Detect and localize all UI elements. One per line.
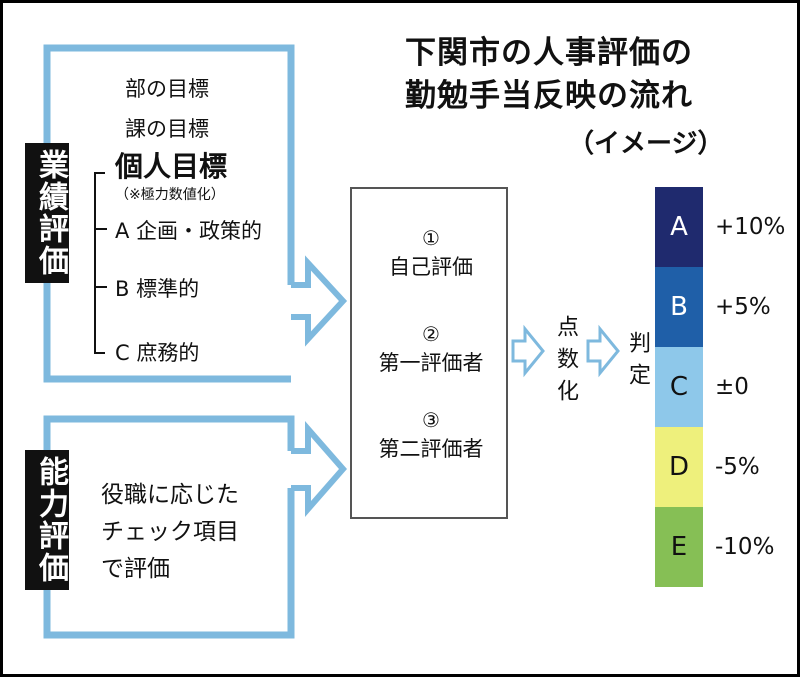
grade-b-adjustment: +5% <box>715 294 771 320</box>
grade-a-cell: A <box>655 187 703 267</box>
grade-e-adjustment: -10% <box>715 534 775 560</box>
quantify-note: （※極力数値化） <box>115 187 225 203</box>
grade-e-cell: E <box>655 507 703 587</box>
ability-line-3: で評価 <box>101 556 170 582</box>
scoring-label: 点数化 <box>553 315 578 411</box>
title-line2: 勤勉手当反映の流れ <box>405 78 693 114</box>
step-self-number: ① <box>422 226 440 250</box>
grade-c-cell: C <box>655 347 703 427</box>
judgment-arrow <box>586 324 620 378</box>
evaluation-steps-box: ① 自己評価 ② 第一評価者 ③ 第二評価者 <box>350 187 508 519</box>
step-second-label: 第二評価者 <box>378 437 484 461</box>
step-first-label: 第一評価者 <box>378 351 484 375</box>
section-goal: 課の目標 <box>125 117 209 141</box>
goal-type-c: C 庶務的 <box>115 341 200 365</box>
grade-b-cell: B <box>655 267 703 347</box>
step-first: ② 第一評価者 <box>352 321 510 377</box>
step-second-number: ③ <box>422 408 440 432</box>
individual-goal: 個人目標 <box>115 150 228 183</box>
ability-line-1: 役職に応じた <box>101 482 239 508</box>
performance-evaluation-label: 業績評価 <box>25 143 69 283</box>
title-line1: 下関市の人事評価の <box>405 35 693 71</box>
step-second: ③ 第二評価者 <box>352 407 510 463</box>
ability-arrow <box>291 421 347 517</box>
goal-type-bracket <box>94 172 107 354</box>
connector-lines <box>43 44 620 639</box>
goal-type-a: A 企画・政策的 <box>115 219 263 243</box>
grade-d-cell: D <box>655 427 703 507</box>
grade-d-adjustment: -5% <box>715 454 760 480</box>
judgment-label: 判定 <box>625 331 650 395</box>
performance-frame <box>43 44 295 383</box>
grade-a-adjustment: +10% <box>715 214 786 240</box>
step-self: ① 自己評価 <box>352 225 510 281</box>
goal-type-b: B 標準的 <box>115 277 200 301</box>
scoring-arrow <box>511 324 545 378</box>
dept-goal: 部の目標 <box>125 77 209 101</box>
performance-arrow <box>291 255 348 347</box>
subtitle: （イメージ） <box>568 129 724 159</box>
step-self-label: 自己評価 <box>389 255 473 279</box>
ability-line-2: チェック項目 <box>101 519 239 545</box>
step-first-number: ② <box>422 322 440 346</box>
ability-evaluation-label: 能力評価 <box>25 450 69 590</box>
grade-c-adjustment: ±0 <box>715 374 749 400</box>
